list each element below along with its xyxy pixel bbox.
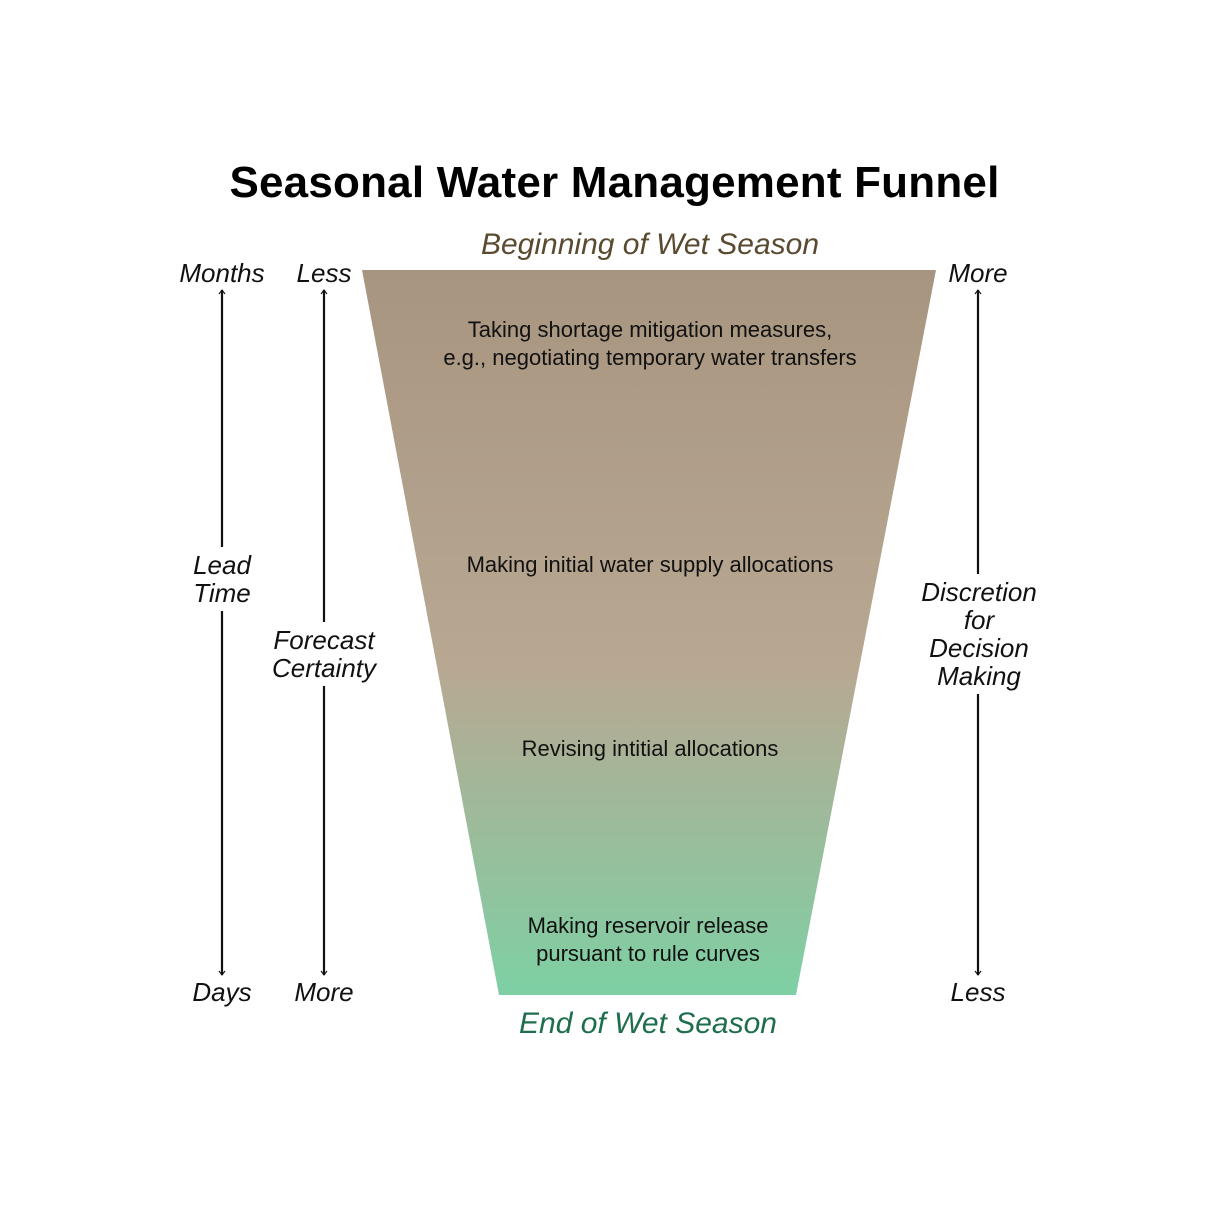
axis-label-line: Lead: [193, 550, 251, 580]
funnel-shape: [362, 270, 936, 995]
stage-initial-allocations: Making initial water supply allocations: [380, 551, 920, 579]
diagram-title: Seasonal Water Management Funnel: [229, 158, 1000, 207]
forecast-certainty-top-label: Less: [296, 258, 352, 288]
season-end-label: End of Wet Season: [519, 1007, 777, 1040]
axis-label-line: Time: [193, 578, 251, 608]
lead-time-axis-label: Lead Time: [180, 547, 264, 611]
stage-text-line: e.g., negotiating temporary water transf…: [443, 345, 857, 370]
stage-reservoir-release: Making reservoir release pursuant to rul…: [448, 912, 848, 968]
axis-label-line: Decision: [929, 633, 1029, 663]
axis-label-line: Making: [937, 661, 1021, 691]
lead-time-bottom-label: Days: [192, 977, 252, 1007]
stage-text-line: pursuant to rule curves: [536, 941, 760, 966]
lead-time-top-label: Months: [179, 258, 265, 288]
discretion-axis-label: Discretion for Decision Making: [912, 574, 1046, 694]
stage-text-line: Making initial water supply allocations: [466, 552, 834, 577]
axis-label-line: Forecast: [273, 625, 375, 655]
stage-shortage-mitigation: Taking shortage mitigation measures, e.g…: [350, 316, 950, 372]
discretion-bottom-label: Less: [950, 977, 1006, 1007]
stage-revising-allocations: Revising intitial allocations: [400, 735, 900, 763]
axis-label-line: Certainty: [271, 653, 377, 683]
axis-label-line: for: [963, 605, 995, 635]
season-start-label: Beginning of Wet Season: [480, 228, 819, 261]
forecast-certainty-bottom-label: More: [294, 977, 354, 1007]
axis-label-line: Discretion: [921, 577, 1037, 607]
discretion-top-label: More: [948, 258, 1008, 288]
stage-text-line: Making reservoir release: [527, 913, 769, 938]
forecast-certainty-axis-label: Forecast Certainty: [262, 622, 386, 686]
stage-text-line: Revising intitial allocations: [521, 736, 779, 761]
stage-text-line: Taking shortage mitigation measures,: [467, 317, 833, 342]
